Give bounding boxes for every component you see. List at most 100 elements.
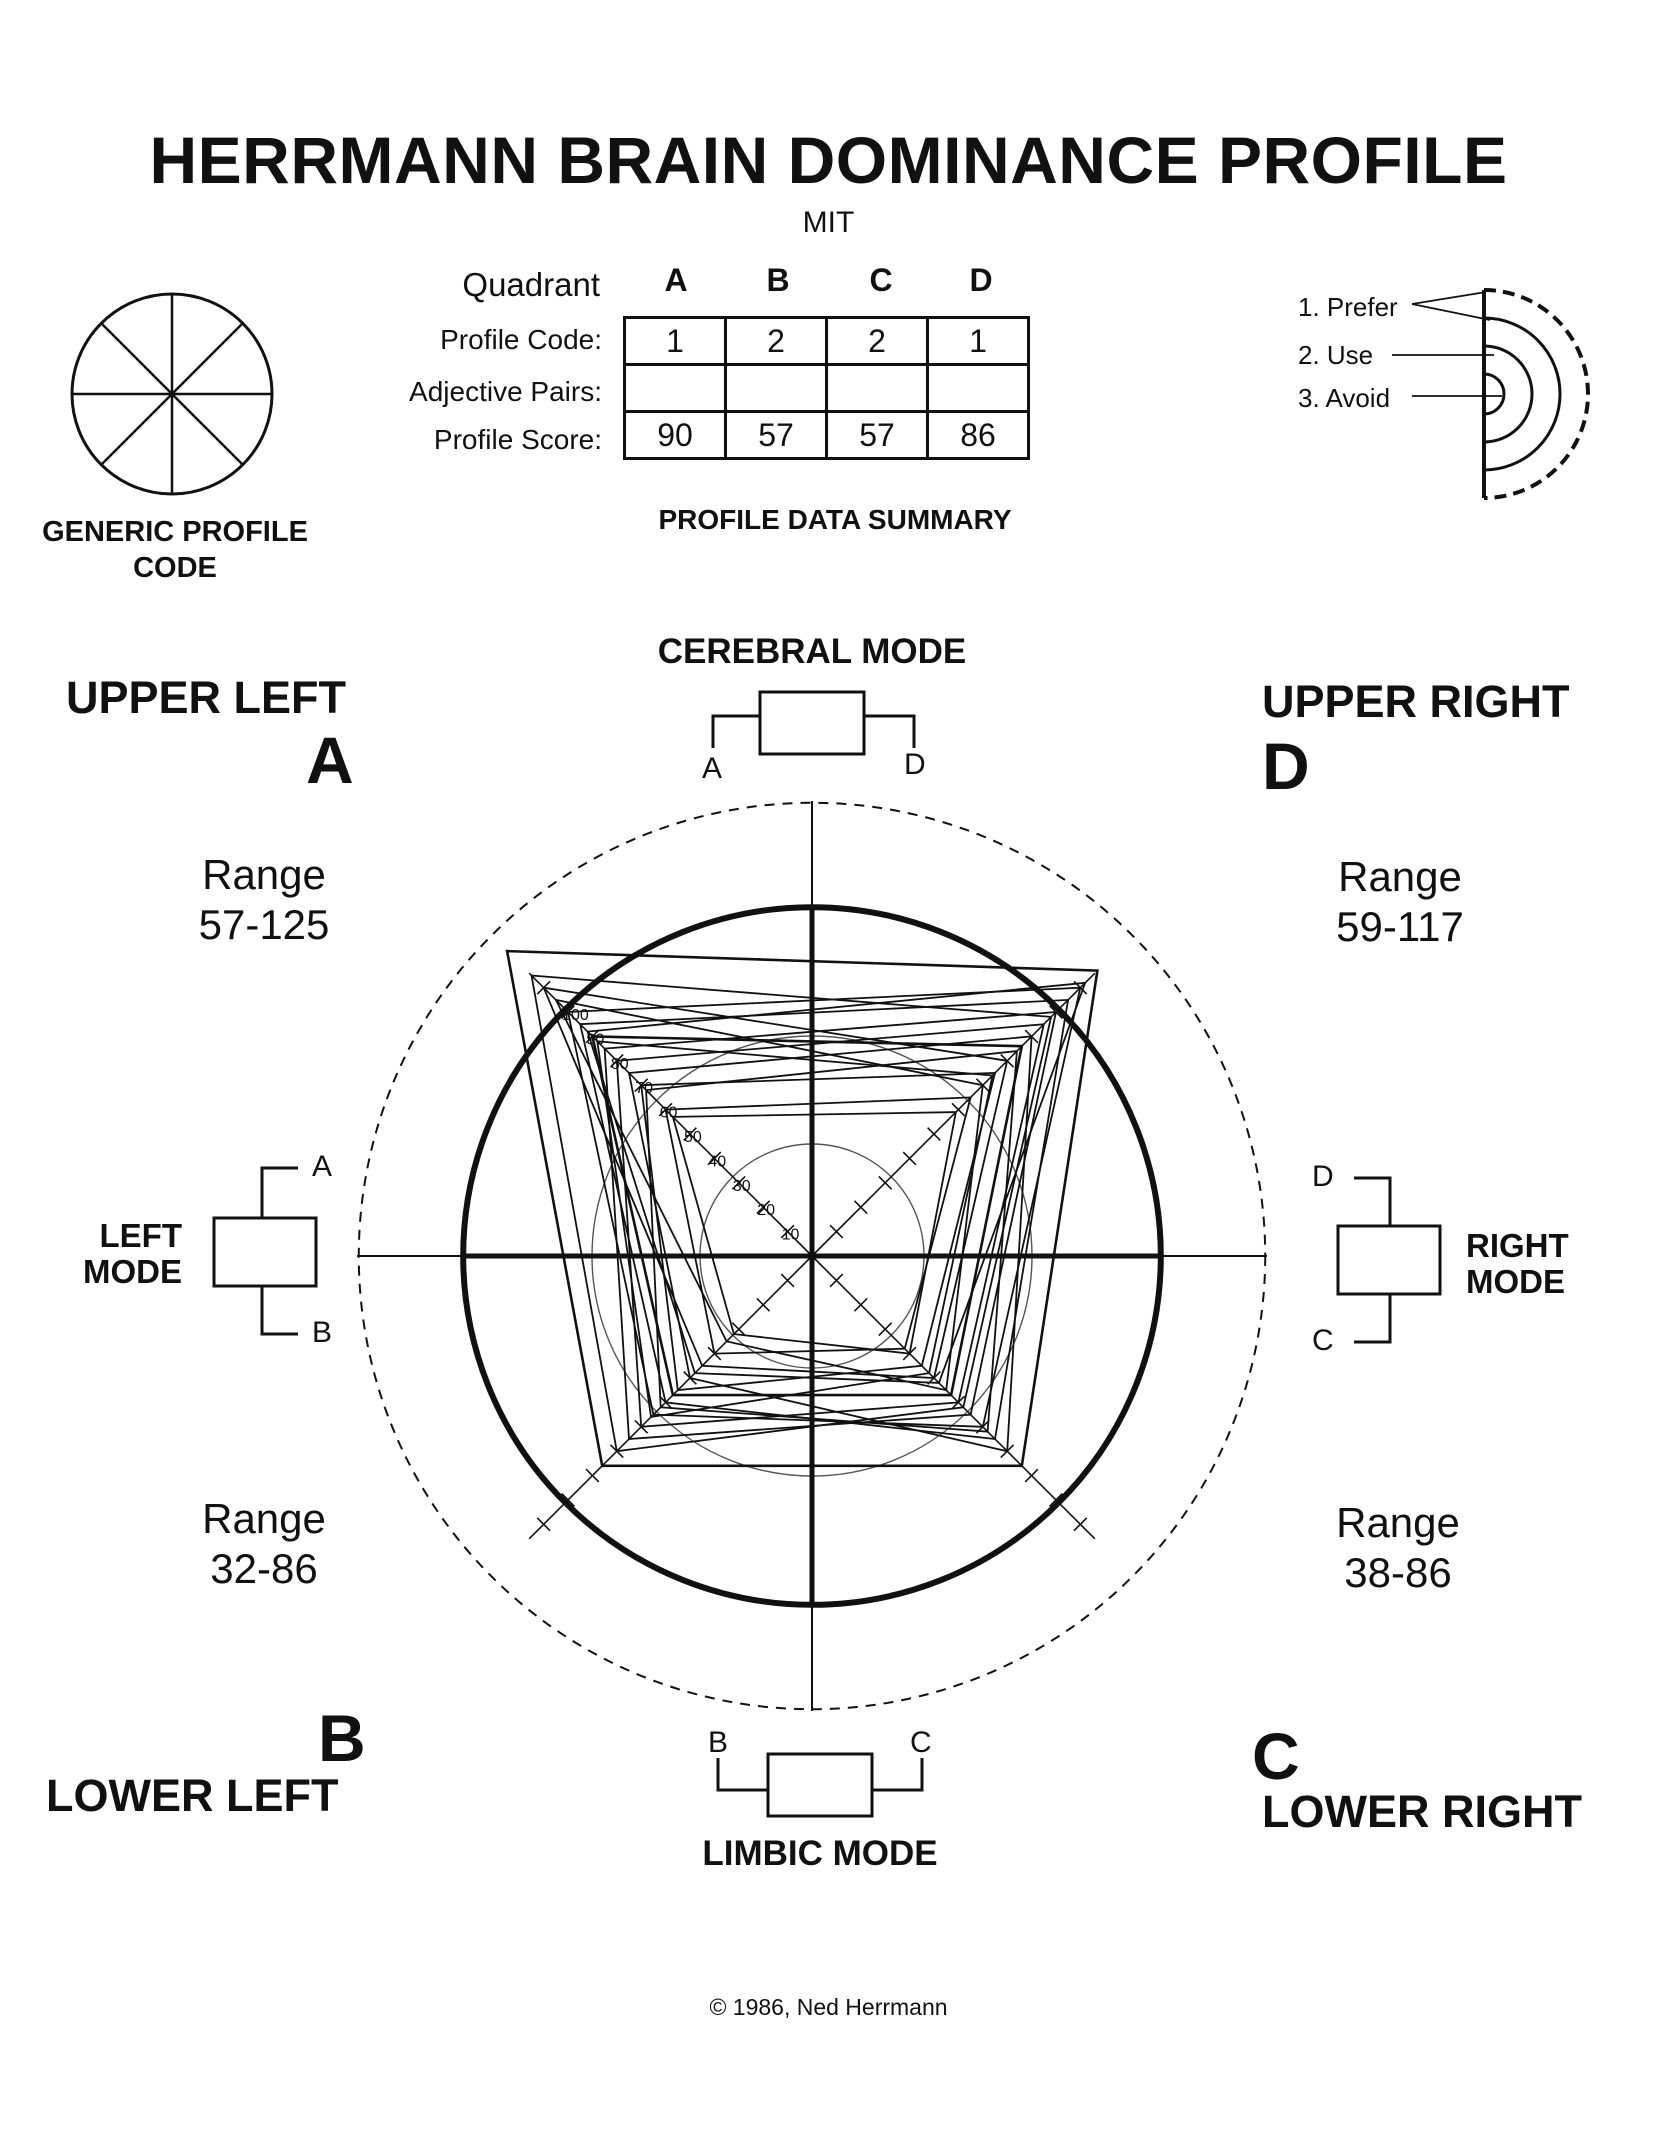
upper-left-range-value: 57-125 [198,901,330,948]
axis-tick-d-2 [853,1200,868,1215]
right-mode-box [1336,1176,1442,1344]
adjective-pairs-a [623,363,727,413]
upper-right-range-label: Range [1338,853,1462,900]
cerebral-mode-title: CEREBRAL MODE [657,632,967,671]
profile-line-15 [645,1050,1018,1433]
quadrant-header-a: A [664,262,688,298]
lower-left-range-value: 32-86 [210,1545,318,1592]
axis-tick-d-3 [878,1175,893,1190]
axis-tick-d-5 [927,1127,941,1141]
diagonal-axis-c [811,1255,1096,1540]
axis-tick-label-80: 80 [611,1056,629,1073]
profile-score-c: 57 [825,410,929,460]
profile-line-8 [664,1096,972,1355]
lower-right-range-value: 38-86 [1344,1549,1452,1596]
diagonal-axis-b [528,1255,813,1540]
profile-code-d: 1 [926,316,1030,366]
left-mode-title-2: MODE [83,1253,182,1290]
upper-left-range: Range 57-125 [154,850,374,950]
axis-tick-b-10 [561,1493,575,1507]
upper-right-letter: D [1262,729,1310,803]
axis-tick-c-2 [853,1297,868,1312]
lower-left-range-label: Range [202,1495,326,1542]
axis-tick-c-11 [1073,1517,1088,1532]
right-mode-bottom: C [1312,1324,1334,1357]
axis-tick-a-2 [756,1200,771,1215]
table-row-adjective-pairs [623,363,1030,413]
lower-left-range: Range 32-86 [154,1494,374,1594]
left-mode-bottom: B [312,1316,333,1349]
axis-tick-c-10 [1049,1493,1063,1507]
legend-avoid: 3. Avoid [1298,383,1391,413]
generic-profile-label-1: GENERIC PROFILE [42,516,308,548]
left-mode-box [212,1166,318,1336]
generic-profile-caption: GENERIC PROFILE CODE [30,514,320,586]
axis-tick-b-9 [585,1468,600,1483]
lower-right-range-label: Range [1336,1499,1460,1546]
right-mode-title: RIGHT MODE [1466,1228,1569,1300]
left-mode-top: A [312,1150,333,1183]
legend-prefer: 1. Prefer [1298,292,1398,322]
lower-right-letter: C [1252,1719,1300,1793]
lower-left-title: LOWER LEFT [46,1770,339,1821]
limbic-mode-title: LIMBIC MODE [702,1834,938,1873]
axis-tick-label-50: 50 [684,1129,702,1146]
profile-line-14 [586,981,1087,1384]
legend-diagram [1392,288,1590,500]
profile-line-10 [554,998,984,1392]
axis-tick-d-6 [951,1102,966,1117]
left-mode-title: LEFT MODE [60,1218,182,1290]
adjective-pairs-b [724,363,828,413]
axis-tick-c-1 [829,1273,844,1288]
profile-line-1 [505,949,1099,1468]
profile-line-11 [627,1035,1033,1453]
table-row-profile-score: 90 57 57 86 [623,410,1030,460]
axis-tick-label-40: 40 [708,1153,726,1170]
right-mode-title-2: MODE [1466,1263,1565,1300]
cerebral-mode-left: A [702,752,723,785]
page-subtitle: MIT [802,206,855,239]
axis-tick-b-3 [731,1322,746,1337]
axis-tick-c-3 [878,1322,893,1337]
axis-tick-d-4 [902,1151,917,1166]
axis-tick-a-4 [707,1151,722,1166]
profile-score-b: 57 [724,410,828,460]
upper-right-title: UPPER RIGHT [1262,676,1570,727]
upper-left-range-label: Range [202,851,326,898]
generic-profile-label-2: CODE [133,552,217,584]
limbic-mode-left: B [708,1726,729,1759]
axis-tick-b-1 [780,1273,795,1288]
axis-tick-label-60: 60 [660,1105,678,1122]
quadrant-header-b: B [766,262,790,298]
diagonal-axis-d [811,972,1096,1257]
left-mode-title-1: LEFT [99,1217,182,1254]
table-row-profile-code: 1 2 2 1 [623,316,1030,366]
profile-score-a: 90 [623,410,727,460]
summary-caption: PROFILE DATA SUMMARY [658,504,1012,535]
profile-line-16 [596,1040,994,1419]
limbic-mode-right: C [910,1726,932,1759]
axis-tick-d-1 [829,1224,844,1239]
limbic-mode-box [716,1752,924,1818]
right-mode-title-1: RIGHT [1466,1227,1569,1264]
upper-left-letter: A [306,723,354,797]
axis-tick-b-11 [536,1517,551,1532]
axis-tick-b-2 [756,1297,771,1312]
axis-tick-a-1 [780,1224,795,1239]
upper-right-range: Range 59-117 [1290,852,1510,952]
upper-right-range-value: 59-117 [1336,903,1464,950]
upper-left-title: UPPER LEFT [66,672,347,723]
axis-tick-label-30: 30 [733,1178,751,1195]
profile-line-12 [671,1111,957,1355]
profile-code-label: Profile Code: [440,324,602,355]
axis-tick-label-10: 10 [782,1227,800,1244]
profile-line-5 [542,986,1009,1379]
right-mode-top: D [1312,1160,1334,1193]
profile-score-d: 86 [926,410,1030,460]
profile-line-2 [590,1035,1024,1397]
adjective-pairs-c [825,363,929,413]
cerebral-mode-right: D [904,748,926,781]
page-title: HERRMANN BRAIN DOMINANCE PROFILE [149,123,1508,197]
legend-use: 2. Use [1298,340,1374,370]
